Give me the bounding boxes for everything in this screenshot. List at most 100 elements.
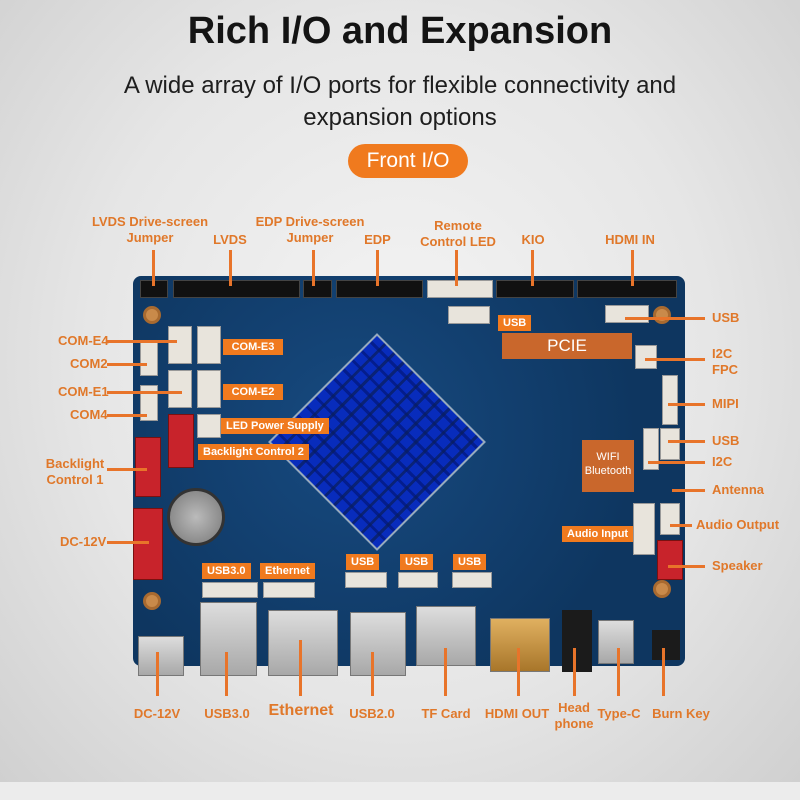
lvds-header (173, 280, 300, 298)
leader-line (645, 358, 705, 361)
label-com4: COM4 (70, 407, 108, 422)
leader-line (670, 524, 692, 527)
label-hdmi-in: HDMI IN (605, 232, 655, 247)
audio-output-connector (660, 503, 680, 535)
usb-top-connector (448, 306, 490, 324)
label-antenna: Antenna (712, 482, 764, 497)
tag-usb-top: USB (498, 315, 532, 331)
leader-line (668, 440, 705, 443)
page-subtitle: A wide array of I/O ports for flexible c… (123, 72, 677, 131)
label-dc12v: DC-12V (133, 706, 181, 721)
leader-line (625, 317, 705, 320)
label-com-e4: COM-E4 (58, 333, 109, 348)
mount-hole (143, 592, 161, 610)
leader-line (631, 250, 634, 286)
dc-jack (138, 636, 184, 676)
remote-led-connector (427, 280, 493, 298)
label-com2: COM2 (70, 356, 108, 371)
leader-line (299, 640, 302, 696)
usb-header-b (398, 572, 438, 588)
leader-line (662, 648, 665, 696)
label-usb30: USB3.0 (204, 706, 250, 721)
leader-line (152, 250, 155, 286)
label-lvds: LVDS (213, 232, 247, 247)
label-usb-1: USB (712, 310, 740, 325)
leader-line (517, 648, 520, 696)
leader-line (573, 648, 576, 696)
tag-com-e2: COM-E2 (223, 384, 283, 400)
tag-ethernet: Ethernet (260, 563, 315, 579)
leader-line (107, 541, 149, 544)
page-title: Rich I/O and Expansion (187, 10, 613, 52)
label-burn-key: Burn Key (652, 706, 710, 721)
leader-line (371, 652, 374, 696)
tag-com-e3: COM-E3 (223, 339, 283, 355)
leader-line (376, 250, 379, 286)
usb-header-c (452, 572, 492, 588)
label-mipi: MIPI (712, 396, 739, 411)
label-kio: KIO (521, 232, 545, 247)
audio-input-connector (633, 503, 655, 555)
com-e4-connector (168, 326, 192, 364)
coin-battery (167, 488, 225, 546)
leader-line (107, 414, 147, 417)
leader-line (531, 250, 534, 286)
leader-line (668, 403, 705, 406)
tag-usb-b: USB (400, 554, 434, 570)
usb20-port (350, 612, 406, 676)
usb30-port (200, 602, 257, 676)
front-io-badge: Front I/O (348, 144, 468, 178)
kio-header (496, 280, 574, 298)
label-tf-card: TF Card (421, 706, 471, 721)
wifi-label: WIFI (596, 451, 620, 463)
tag-usb30: USB3.0 (202, 563, 251, 579)
edp-jumper-header (303, 280, 332, 298)
pcie-slot: PCIE (502, 333, 632, 359)
mount-hole (653, 580, 671, 598)
leader-line (107, 340, 177, 343)
mount-hole (653, 306, 671, 324)
label-audio-output: Audio Output (696, 517, 780, 532)
leader-line (455, 250, 458, 286)
tag-audio-input: Audio Input (562, 526, 634, 542)
leader-line (672, 489, 705, 492)
label-hdmi-out: HDMI OUT (484, 706, 550, 721)
com-e3-connector (197, 326, 221, 364)
leader-line (225, 652, 228, 696)
label-dc12v-left: DC-12V (60, 534, 107, 549)
wifi-bluetooth-module: WIFI Bluetooth (582, 440, 634, 492)
usb-header-a (345, 572, 387, 588)
com-e1-connector (168, 370, 192, 408)
ethernet-header (263, 582, 315, 598)
label-i2c: I2C (712, 454, 733, 469)
i2c-fpc-connector (635, 345, 657, 369)
leader-line (229, 250, 232, 286)
label-ethernet: Ethernet (268, 702, 334, 719)
led-power-connector (197, 414, 221, 438)
usb30-header (202, 582, 258, 598)
i2c-connector (643, 428, 659, 470)
hdmi-in-header (577, 280, 677, 298)
usb-top-right-connector (605, 305, 649, 323)
leader-line (668, 565, 705, 568)
com-e2-connector (197, 370, 221, 408)
ethernet-port (268, 610, 338, 676)
label-usb20: USB2.0 (349, 706, 395, 721)
usb-right-connector (660, 428, 680, 460)
type-c-port (598, 620, 634, 664)
leader-line (156, 652, 159, 696)
bluetooth-label: Bluetooth (584, 465, 632, 477)
label-usb-2: USB (712, 433, 740, 448)
tag-usb-c: USB (453, 554, 487, 570)
tag-usb-a: USB (346, 554, 380, 570)
mount-hole (143, 306, 161, 324)
leader-line (617, 648, 620, 696)
leader-line (107, 363, 147, 366)
label-edp: EDP (364, 232, 391, 247)
mipi-connector (662, 375, 678, 425)
